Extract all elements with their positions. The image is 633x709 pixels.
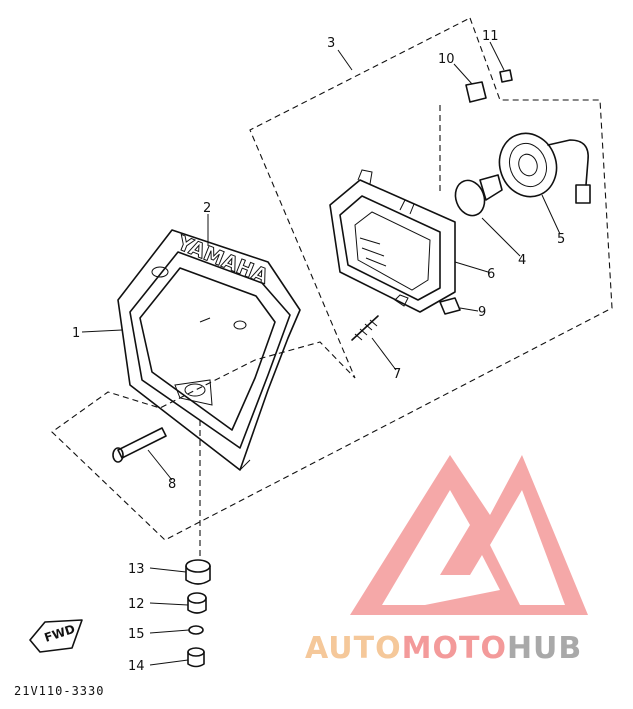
cowl-lettering: YAMAHA [173,230,272,289]
adjusting-spring [351,315,379,341]
leader-11 [489,41,505,71]
leader-8 [147,449,173,481]
drawing-code: 21V110-3330 [14,684,104,698]
nut-9 [439,297,461,315]
leader-14 [149,659,189,666]
fwd-label: FWD [43,622,77,645]
watermark-logo [350,455,588,615]
mounting-bolt [112,427,167,463]
callout-4: 4 [518,253,526,268]
collar-12 [187,592,207,614]
bolt-14 [187,647,205,668]
headlight-bulb [454,174,503,217]
callout-6: 6 [487,267,495,282]
bulb-socket-cord [498,132,591,204]
callout-3: 3 [327,36,335,51]
leader-10 [453,63,473,85]
assembly-boundary-outline [51,17,613,541]
leader-4 [481,217,521,257]
callout-9: 9 [478,305,486,320]
callout-10: 10 [438,52,455,67]
callout-8: 8 [168,477,176,492]
damper-13 [185,559,211,585]
leader-15 [149,629,190,634]
callout-15: 15 [128,627,145,642]
callout-7: 7 [393,367,401,382]
leader-7 [371,337,397,371]
wordmark-hub: HUB [507,631,582,666]
headlight-cowl: YAMAHA [117,229,301,471]
callout-11: 11 [482,29,499,44]
clip-10 [465,81,487,103]
callout-1: 1 [72,326,80,341]
headlight-unit [329,169,456,313]
leader-9 [459,307,479,312]
leader-5 [541,194,561,235]
wordmark-auto: AUTO [305,631,402,666]
leader-13 [149,567,187,573]
leader-6 [454,261,489,273]
watermark-wordmark: AUTOMOTOHUB [305,631,582,666]
forward-arrow-icon: FWD [29,619,83,653]
leader-1 [81,329,123,333]
callout-13: 13 [128,562,145,577]
callout-14: 14 [128,659,145,674]
callout-2: 2 [203,201,211,216]
callout-12: 12 [128,597,145,612]
washer-15 [188,625,204,635]
leader-12 [149,602,189,606]
leader-3 [337,49,353,71]
wordmark-moto: MOTO [402,631,507,666]
screw-11 [499,69,513,83]
callout-5: 5 [557,232,565,247]
